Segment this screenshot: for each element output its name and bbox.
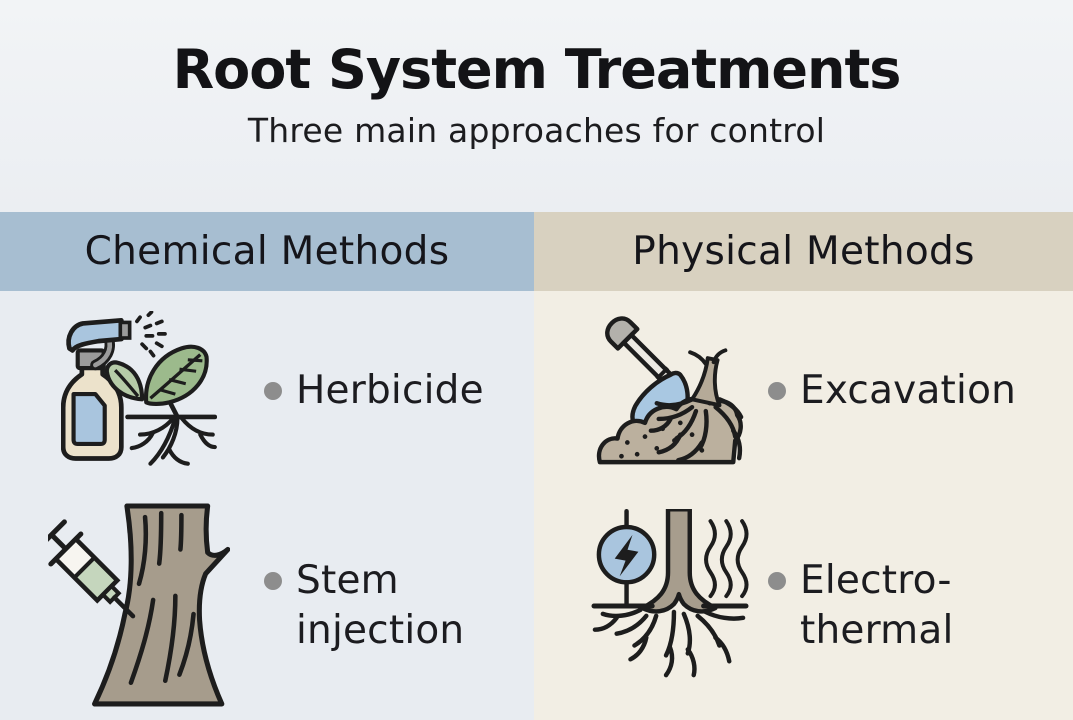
- page-title: Root System Treatments: [172, 38, 902, 101]
- herbicide-label: Herbicide: [296, 368, 484, 414]
- chemical-methods-header: Chemical Methods: [0, 212, 534, 291]
- bullet-dot: [768, 571, 786, 590]
- physical-methods-header: Physical Methods: [534, 212, 1073, 291]
- excavation-label: Excavation: [800, 368, 1017, 414]
- chemical-methods-column: Herbicide: [0, 291, 534, 720]
- bullet-dot: [264, 382, 282, 401]
- herbicide-icon-box: [28, 310, 250, 472]
- electro-thermal-item: Electro-thermal: [534, 491, 1073, 720]
- electro-thermal-label: Electro-thermal: [800, 557, 954, 653]
- stem-injection-syringe-trunk-icon: [48, 503, 230, 707]
- column-headers: Chemical Methods Physical Methods: [0, 212, 1073, 291]
- page-subtitle: Three main approaches for control: [247, 110, 826, 150]
- electro-thermal-icon-box: [586, 508, 754, 703]
- stem-injection-label: Stem injection: [296, 557, 465, 653]
- bullet-dot: [768, 382, 786, 401]
- herbicide-label-group: Herbicide: [264, 366, 484, 416]
- herbicide-spray-plant-icon: [61, 310, 217, 466]
- excavation-label-group: Excavation: [768, 366, 1016, 416]
- electro-thermal-roots-icon: [591, 508, 749, 677]
- title-section: Root System Treatments Three main approa…: [0, 0, 1073, 212]
- excavation-icon-box: [586, 313, 754, 470]
- physical-methods-column: Excavation: [534, 291, 1073, 720]
- stem-injection-item: Stem injection: [0, 491, 534, 720]
- stem-injection-icon-box: [28, 503, 250, 708]
- excavation-shovel-soil-icon: [596, 315, 744, 464]
- bullet-dot: [264, 571, 282, 590]
- column-bodies: Herbicide: [0, 291, 1073, 720]
- electro-thermal-label-group: Electro-thermal: [768, 556, 1035, 655]
- stem-injection-label-group: Stem injection: [264, 556, 531, 655]
- excavation-item: Excavation: [534, 291, 1073, 491]
- herbicide-item: Herbicide: [0, 291, 534, 491]
